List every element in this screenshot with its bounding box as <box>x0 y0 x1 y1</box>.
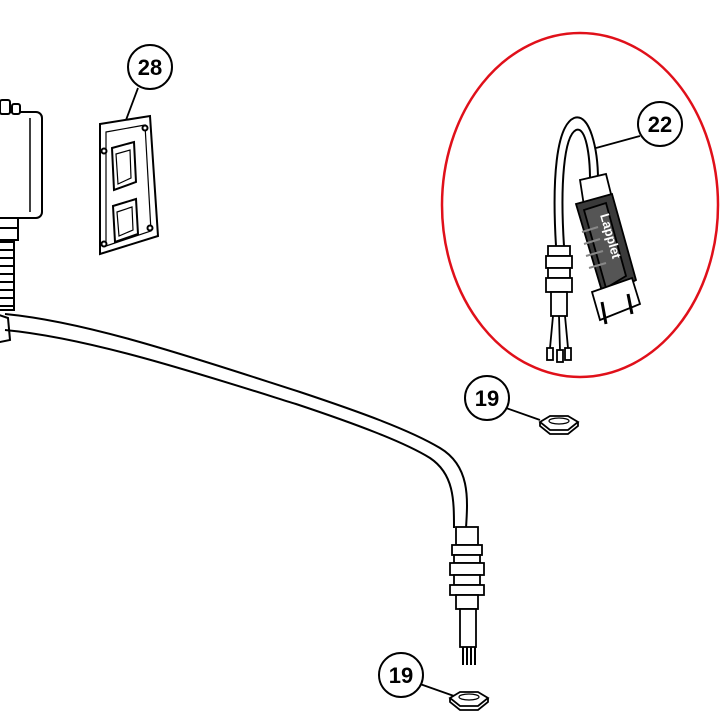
cable-gland-lower <box>449 526 485 665</box>
hex-nut-lower <box>448 691 490 711</box>
callout-28: 28 <box>125 44 173 121</box>
highlight-ellipse <box>440 31 720 379</box>
callout-28-label: 28 <box>138 55 162 80</box>
callout-19-lower: 19 <box>378 652 490 711</box>
plug-cable-assembly <box>545 116 642 363</box>
callout-22: 22 <box>595 101 683 149</box>
callout-22-label: 22 <box>648 112 672 137</box>
mounting-plate <box>99 114 160 256</box>
power-unit <box>0 99 43 344</box>
callout-19-lower-label: 19 <box>389 663 413 688</box>
callout-19-upper: 19 <box>464 375 580 435</box>
main-cable <box>4 313 468 529</box>
hex-nut-upper <box>538 415 580 435</box>
callout-19-upper-label: 19 <box>475 386 499 411</box>
